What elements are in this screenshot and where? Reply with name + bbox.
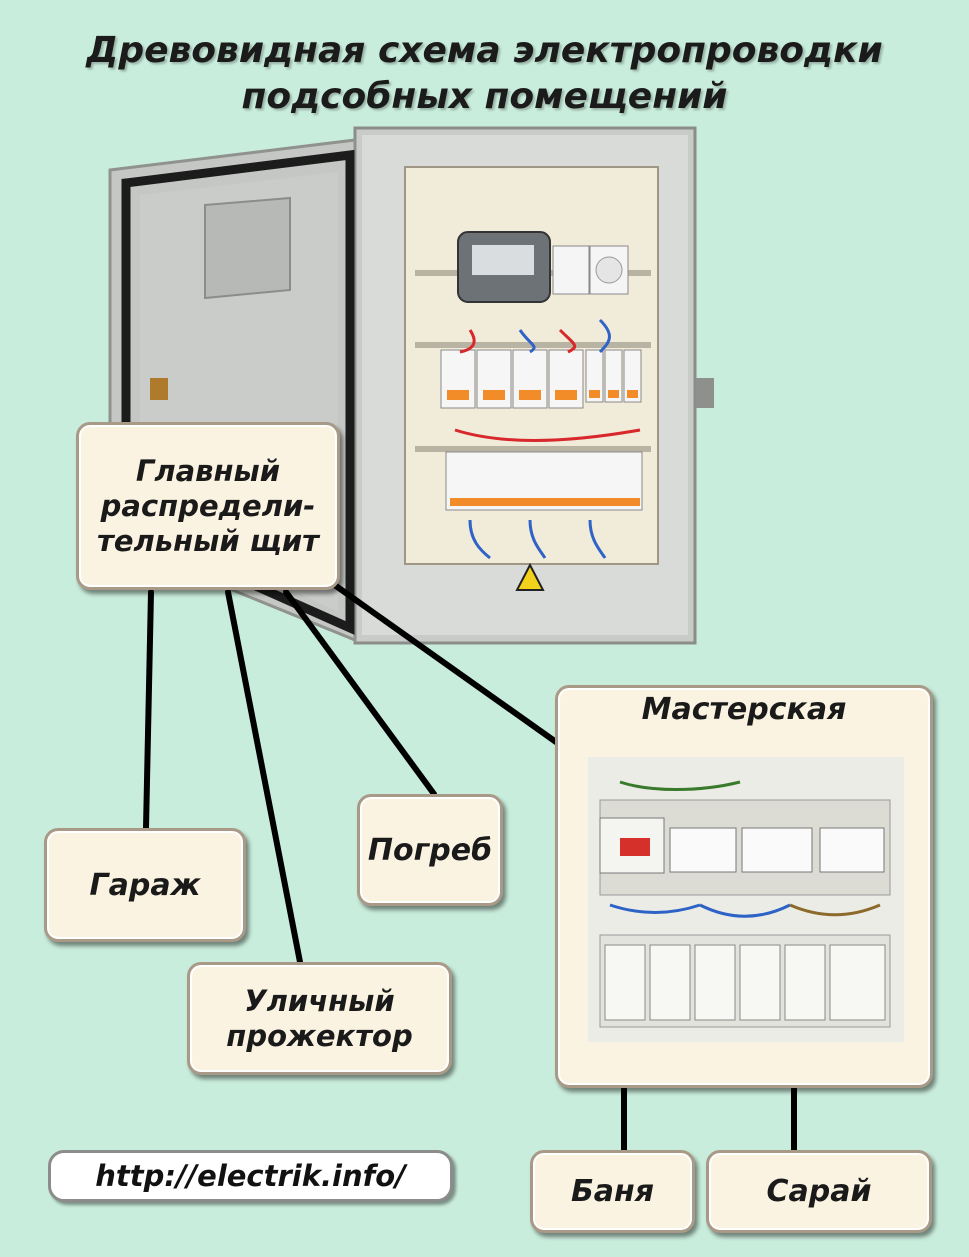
- main-label-line-2: распредели-: [97, 489, 319, 524]
- node-main-distribution-board: Главный распредели- тельный щит: [76, 422, 340, 590]
- node-bath: Баня: [530, 1150, 695, 1233]
- cellar-label: Погреб: [368, 833, 492, 868]
- main-label-line-1: Главный: [97, 454, 319, 489]
- street-label-line-2: прожектор: [226, 1019, 412, 1054]
- workshop-label: Мастерская: [642, 692, 847, 727]
- source-url-text[interactable]: http://electrik.info/: [95, 1159, 406, 1193]
- bath-label: Баня: [571, 1174, 654, 1209]
- source-url[interactable]: http://electrik.info/: [48, 1150, 453, 1202]
- node-shed: Сарай: [706, 1150, 932, 1233]
- street-label-line-1: Уличный: [226, 984, 412, 1019]
- node-workshop: Мастерская: [555, 685, 933, 1088]
- main-label-line-3: тельный щит: [97, 524, 319, 559]
- node-garage: Гараж: [44, 828, 246, 942]
- garage-label: Гараж: [90, 868, 201, 903]
- node-cellar: Погреб: [357, 794, 503, 906]
- node-street-light: Уличный прожектор: [187, 962, 452, 1075]
- shed-label: Сарай: [767, 1174, 872, 1209]
- connector-main-garage: [146, 592, 151, 828]
